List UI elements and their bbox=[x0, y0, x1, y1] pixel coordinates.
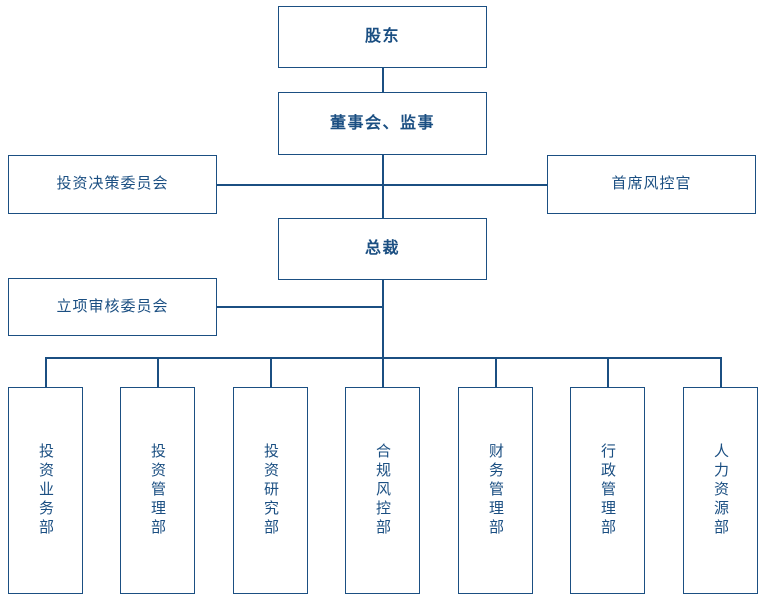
node-investment-decision-committee[interactable]: 投资决策委员会 bbox=[8, 155, 217, 214]
connector-shareholders-board bbox=[382, 68, 384, 92]
node-dept-invest-management-label: 投资管理部 bbox=[149, 443, 166, 538]
connector-drop-dept-7 bbox=[720, 357, 722, 387]
connector-bus-level3 bbox=[216, 184, 548, 186]
node-dept-finance-management[interactable]: 财务管理部 bbox=[458, 387, 533, 594]
connector-drop-dept-5 bbox=[495, 357, 497, 387]
connector-president-down bbox=[382, 280, 384, 359]
connector-drop-dept-3 bbox=[270, 357, 272, 387]
node-dept-finance-management-label: 财务管理部 bbox=[487, 443, 504, 538]
connector-board-president bbox=[382, 155, 384, 218]
node-project-review-committee-label: 立项审核委员会 bbox=[56, 297, 169, 315]
connector-drop-dept-4 bbox=[382, 357, 384, 387]
node-dept-compliance-risk-label: 合规风控部 bbox=[374, 443, 391, 538]
node-dept-invest-research[interactable]: 投资研究部 bbox=[233, 387, 308, 594]
connector-drop-dept-2 bbox=[157, 357, 159, 387]
node-shareholders[interactable]: 股东 bbox=[278, 6, 487, 68]
node-investment-decision-committee-label: 投资决策委员会 bbox=[56, 175, 169, 193]
node-dept-invest-business[interactable]: 投资业务部 bbox=[8, 387, 83, 594]
connector-drop-dept-6 bbox=[607, 357, 609, 387]
node-chief-risk-officer[interactable]: 首席风控官 bbox=[547, 155, 756, 214]
node-dept-compliance-risk[interactable]: 合规风控部 bbox=[345, 387, 420, 594]
node-board-label: 董事会、监事 bbox=[329, 114, 435, 132]
node-president[interactable]: 总裁 bbox=[278, 218, 487, 280]
node-board[interactable]: 董事会、监事 bbox=[278, 92, 487, 155]
connector-review-comm bbox=[216, 306, 383, 308]
node-dept-invest-research-label: 投资研究部 bbox=[262, 443, 279, 538]
node-dept-human-resources[interactable]: 人力资源部 bbox=[683, 387, 758, 594]
node-shareholders-label: 股东 bbox=[364, 28, 400, 45]
connector-drop-dept-1 bbox=[45, 357, 47, 387]
node-dept-human-resources-label: 人力资源部 bbox=[712, 443, 729, 538]
node-dept-invest-management[interactable]: 投资管理部 bbox=[120, 387, 195, 594]
node-dept-admin-management-label: 行政管理部 bbox=[599, 443, 616, 538]
node-dept-admin-management[interactable]: 行政管理部 bbox=[570, 387, 645, 594]
node-president-label: 总裁 bbox=[364, 240, 400, 257]
node-project-review-committee[interactable]: 立项审核委员会 bbox=[8, 278, 217, 336]
node-dept-invest-business-label: 投资业务部 bbox=[37, 443, 54, 538]
node-chief-risk-officer-label: 首席风控官 bbox=[611, 175, 692, 193]
